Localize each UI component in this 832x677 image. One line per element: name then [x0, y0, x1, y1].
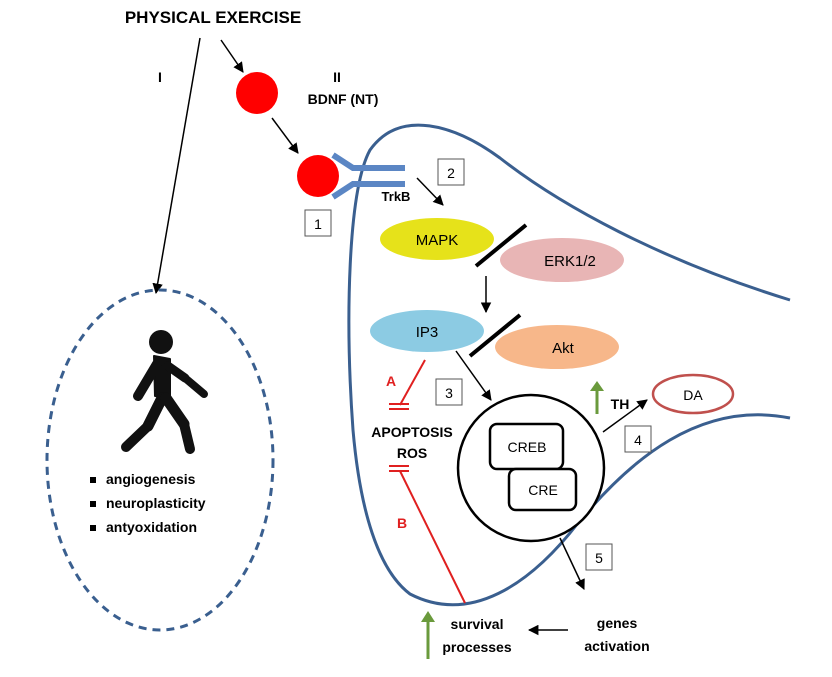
- mapk-erk-bar: [474, 223, 528, 268]
- genes-label-1: genes: [597, 615, 638, 631]
- step-3-number: 3: [445, 385, 453, 401]
- step-4-box: [624, 425, 652, 453]
- bullet-1: [90, 477, 96, 483]
- erk-node: [500, 238, 624, 282]
- inhibit-line-a: [399, 359, 426, 406]
- ros-label: ROS: [397, 445, 427, 461]
- inhibit-line-b: [399, 470, 466, 604]
- arrow-ip3-to-nucleus: [455, 350, 492, 401]
- branch-b-label: B: [397, 515, 407, 531]
- title: PHYSICAL EXERCISE: [125, 8, 301, 27]
- arrow-to-bdnf: [220, 39, 244, 73]
- walking-person-icon: [121, 330, 208, 454]
- pathway-one-label: I: [158, 69, 162, 85]
- trkb-receptor-icon: [331, 152, 405, 200]
- step-5-number: 5: [595, 550, 603, 566]
- apoptosis-label: APOPTOSIS: [371, 424, 452, 440]
- arrow-pathway-one: [152, 37, 201, 295]
- ip3-label: IP3: [416, 324, 439, 341]
- benefit-2: neuroplasticity: [106, 495, 206, 511]
- benefit-1: angiogenesis: [106, 471, 196, 487]
- step-1-box: [304, 209, 332, 237]
- trkb-label: TrkB: [382, 189, 411, 204]
- step-4-number: 4: [634, 432, 642, 448]
- arrow-nucleus-to-genes: [559, 537, 585, 590]
- cre-label: CRE: [528, 482, 558, 498]
- bdnf-label: BDNF (NT): [308, 91, 379, 107]
- cre-box: [507, 467, 578, 512]
- survival-label-2: processes: [442, 639, 511, 655]
- mapk-label: MAPK: [416, 232, 459, 249]
- bdnf-circle-free: [236, 72, 278, 114]
- bullet-3: [90, 525, 96, 531]
- benefit-3: antyoxidation: [106, 519, 197, 535]
- creb-label: CREB: [508, 439, 547, 455]
- survival-label-1: survival: [451, 616, 504, 632]
- da-node: [651, 373, 735, 415]
- step-1-number: 1: [314, 216, 322, 232]
- arrow-trkb-to-mapk: [416, 177, 444, 206]
- genes-label-2: activation: [584, 638, 649, 654]
- arrow-bdnf-to-receptor: [271, 117, 299, 154]
- akt-node: [495, 325, 619, 369]
- ip3-node: [370, 310, 484, 352]
- step-2-number: 2: [447, 165, 455, 181]
- da-label: DA: [683, 387, 703, 403]
- erk-label: ERK1/2: [544, 253, 596, 270]
- bdnf-circle-bound: [297, 155, 339, 197]
- benefits-ellipse: [45, 288, 275, 632]
- th-label: TH: [611, 396, 630, 412]
- ip3-akt-bar: [468, 313, 522, 358]
- bullet-2: [90, 501, 96, 507]
- pathway-two-label: II: [333, 69, 341, 85]
- akt-label: Akt: [552, 340, 575, 357]
- step-2-box: [437, 158, 465, 186]
- mapk-node: [380, 218, 494, 260]
- branch-a-label: A: [386, 373, 396, 389]
- step-3-box: [435, 378, 463, 406]
- step-5-box: [585, 543, 613, 571]
- arrow-to-da: [602, 399, 648, 433]
